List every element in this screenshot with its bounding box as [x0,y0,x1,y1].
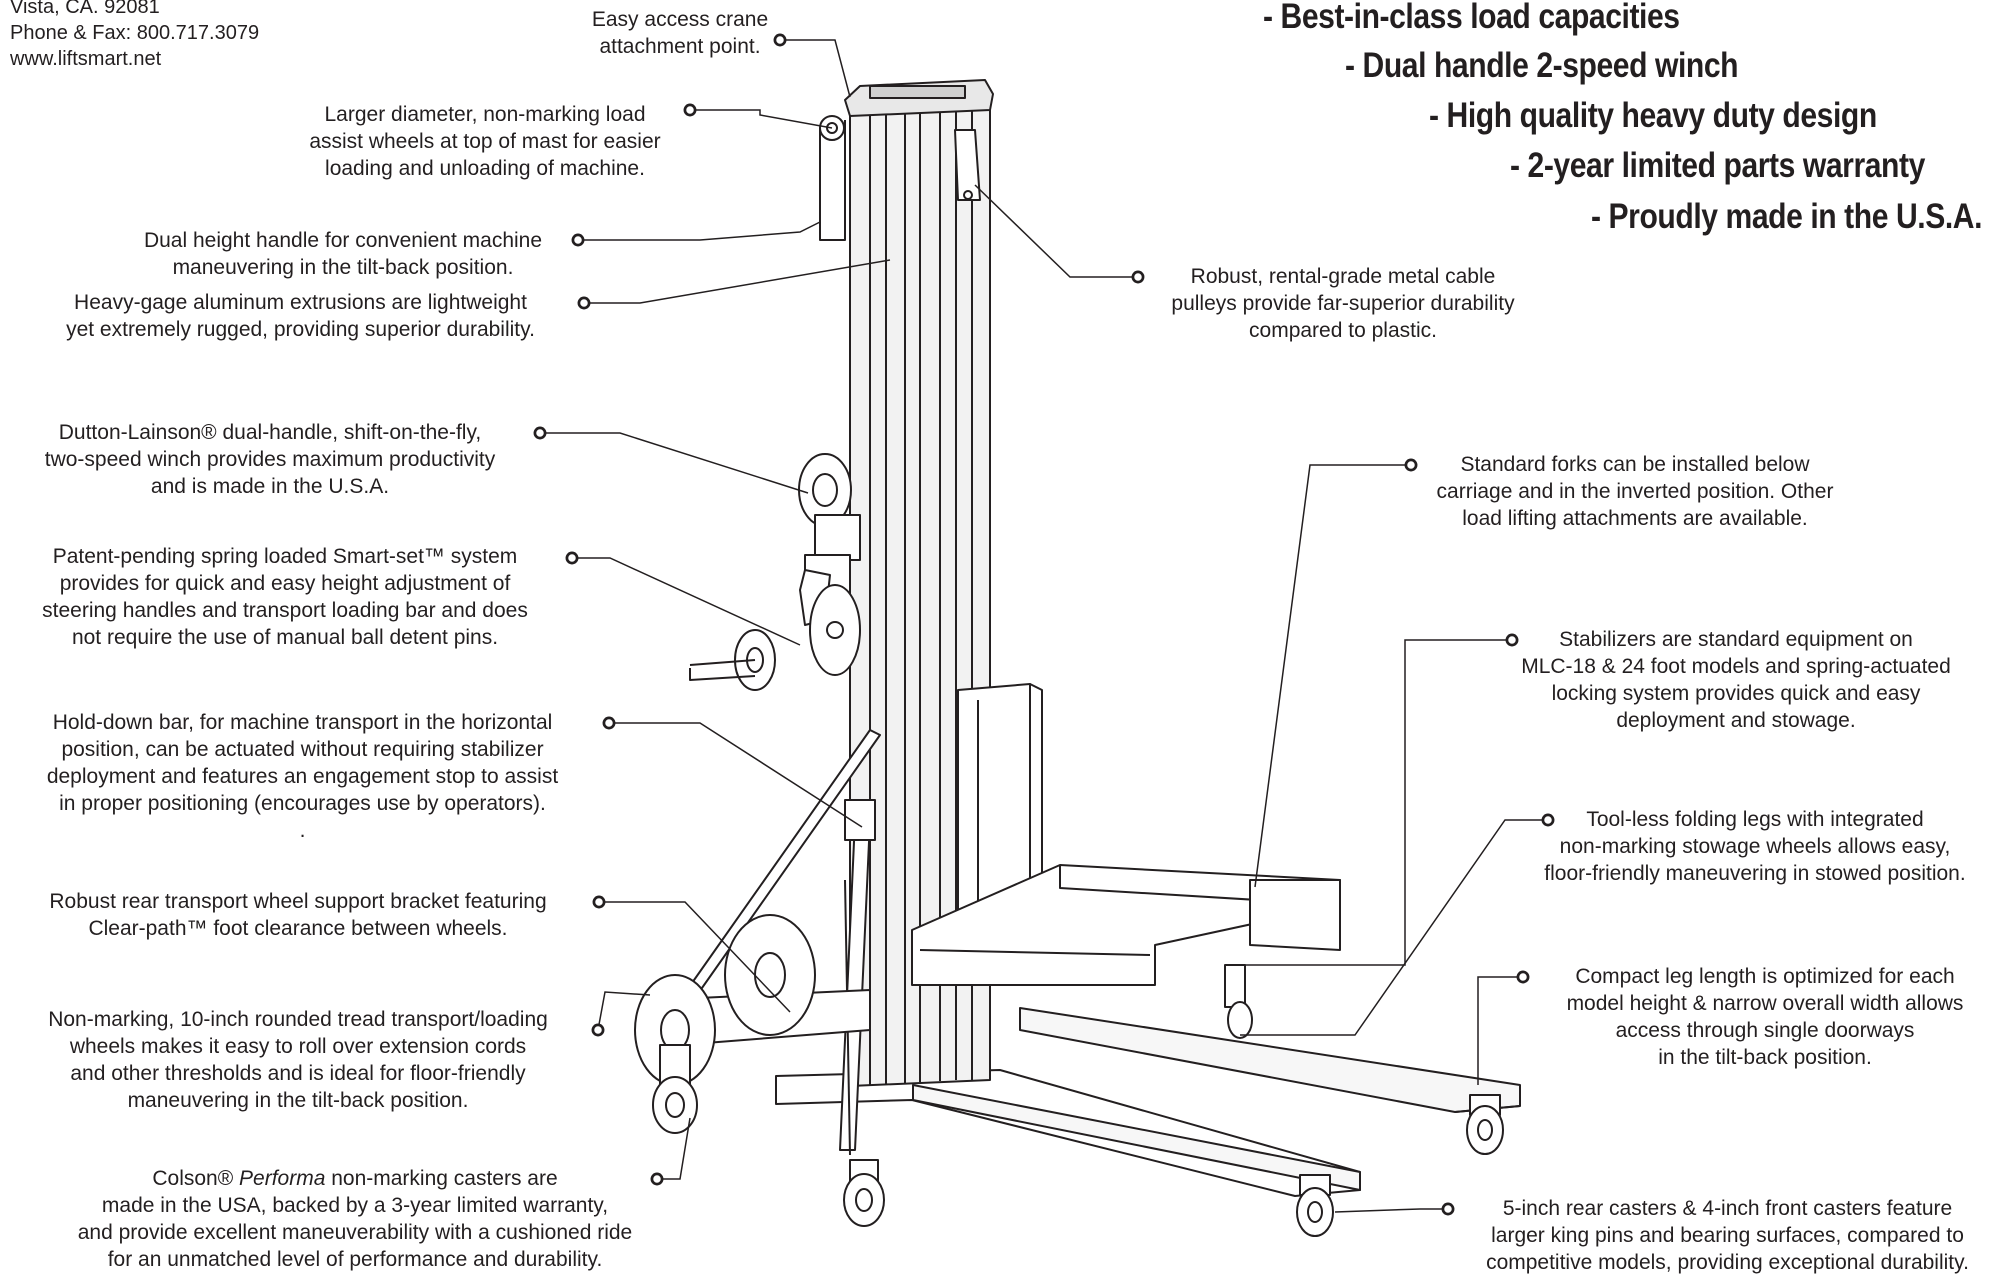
callout-cable-pulleys: Robust, rental-grade metal cable pulleys… [1171,265,1515,342]
feature-load-capacities: - Best-in-class load capacities [1263,0,1680,36]
transport-wheel-right [724,914,816,1036]
callout-wheel-support-bracket: Robust rear transport wheel support brac… [49,890,547,940]
callout-compact-leg-length: Compact leg length is optimized for each… [1566,965,1964,1069]
stowage-wheel [1227,1001,1253,1039]
front-caster-left [1296,1174,1334,1237]
leader-lines [533,33,1555,1216]
feature-heavy-duty-design: - High quality heavy duty design [1429,96,1877,135]
leader-smartset [565,551,801,646]
leader-load-wheels [683,103,833,129]
callout-smart-set-system: Patent-pending spring loaded Smart-set™ … [42,545,528,649]
leader-crane [773,33,851,98]
callout-standard-forks: Standard forks can be installed below ca… [1436,453,1834,530]
material-lift-illustration [634,79,1521,1237]
rear-caster-left [652,1044,698,1134]
leader-extrusions [577,259,891,310]
callout-aluminum-extrusions: Heavy-gage aluminum extrusions are light… [66,291,535,341]
callout-rear-front-casters: 5-inch rear casters & 4-inch front caste… [1486,1197,1969,1274]
callout-winch: Dutton-Lainson® dual-handle, shift-on-th… [44,421,496,498]
leader-holddown [602,716,863,828]
callout-dual-height-handle: Dual height handle for convenient machin… [143,229,543,279]
callout-transport-wheels: Non-marking, 10-inch rounded tread trans… [48,1008,548,1112]
contact-city: Vista, CA. 92081 [10,0,160,18]
callout-hold-down-bar: Hold-down bar, for machine transport in … [46,711,559,842]
callout-colson-casters: Colson® Performa non-marking casters are… [77,1167,633,1271]
leader-handle [571,221,821,247]
contact-website: www.liftsmart.net [10,48,162,70]
pulley-bracket [954,129,981,201]
leader-winch [533,426,809,494]
leader-colson [650,1117,691,1186]
rear-caster-center [843,1159,885,1227]
leader-forks [1254,458,1418,888]
callout-load-assist-wheels: Larger diameter, non-marking load assist… [309,103,661,180]
contact-phone-fax: Phone & Fax: 800.717.3079 [10,22,260,44]
callout-stabilizers: Stabilizers are standard equipment on ML… [1521,628,1951,732]
front-caster-right [1466,1094,1504,1155]
leader-casters [1334,1202,1455,1216]
feature-made-in-usa: - Proudly made in the U.S.A. [1591,197,1983,236]
left-leg [912,1084,1361,1191]
leader-pulleys [974,184,1145,284]
leader-compact [1477,970,1530,1085]
callout-folding-legs: Tool-less folding legs with integrated n… [1544,808,1966,885]
callout-crane-attachment: Easy access crane attachment point. [591,8,769,58]
fork-tine [1249,879,1341,951]
feature-parts-warranty: - 2-year limited parts warranty [1510,146,1925,185]
fork-platform [911,864,1341,986]
feature-two-speed-winch: - Dual handle 2-speed winch [1345,46,1739,85]
leader-bracket [592,895,791,1013]
leader-stabilizers [1240,633,1519,966]
leader-legs [1240,813,1555,1036]
leader-transport-wheels [591,991,651,1037]
